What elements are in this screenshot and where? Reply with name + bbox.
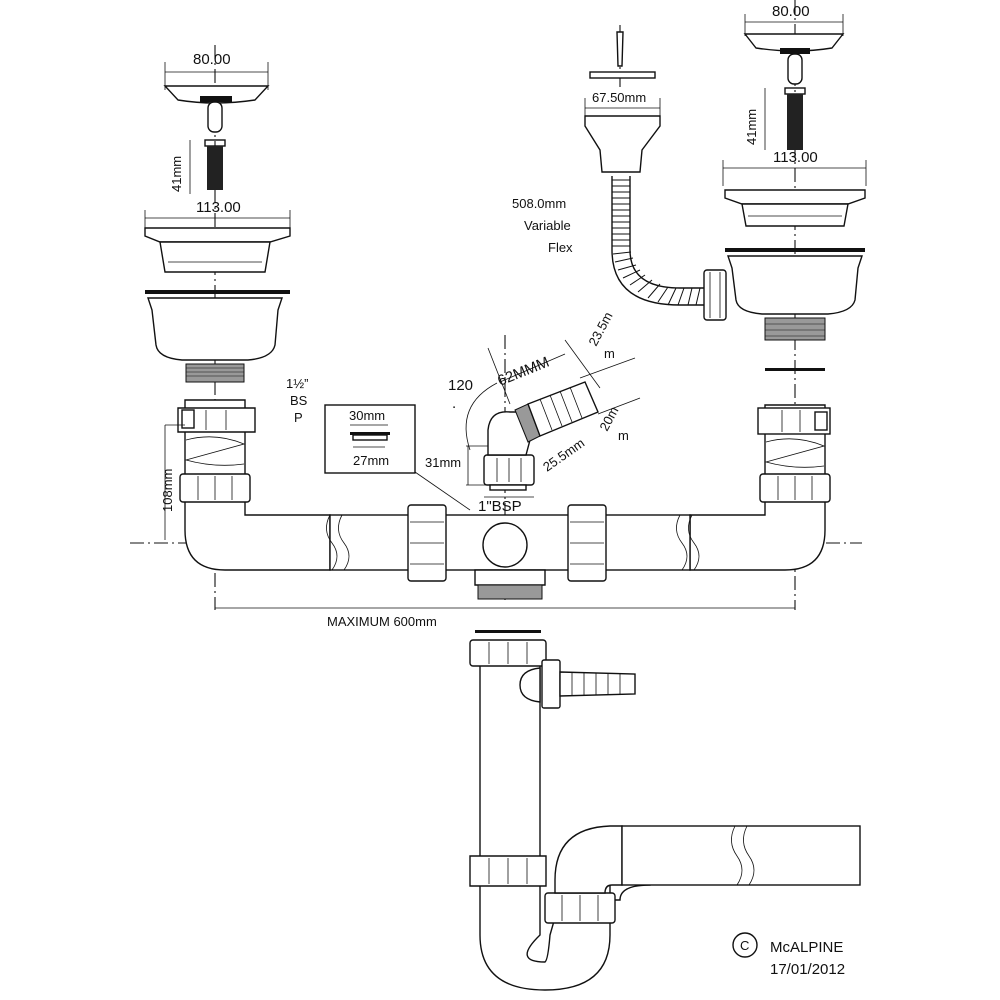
flex-length: 508.0mm [512,196,566,211]
bottle-trap-assembly [469,630,861,991]
brand-name: McALPINE [770,939,843,956]
right-bolt-length: 41mm [744,109,759,145]
spigot-height: 31mm [425,455,461,470]
right-waste-pipe [689,404,831,571]
washing-machine-spigot: 62MMM 120 . 23.5m m 20m m 25.5mm 31mm 1"… [425,309,641,515]
left-strainer: 80.00 41mm 113.00 [144,51,291,383]
spigot-angle: 120 [448,377,473,394]
overflow-flex: 67.50mm 508.0mm Variable Flex [512,31,727,321]
spigot-angle-dot: . [452,395,456,412]
drawing-date: 17/01/2012 [770,961,845,978]
copyright-symbol: C [740,938,749,953]
spigot-thread: 1"BSP [478,498,522,515]
spigot-inner-dia-unit: m [618,428,629,443]
height-dimension: 108mm [160,469,175,512]
thread-label-1: 1½” [286,376,308,391]
thread-label-3: P [294,410,303,425]
flex-label-variable: Variable [524,218,571,233]
left-waste-pipe: 108mm [160,399,331,571]
copyright-block: C McALPINE 17/01/2012 [732,932,845,978]
spigot-outer-dia: 23.5m [585,309,615,348]
washer-detail-box: 30mm 27mm [324,404,471,511]
max-width-label: MAXIMUM 600mm [327,614,437,629]
horizontal-waste-pipe [326,504,700,600]
right-flange-width: 113.00 [773,149,818,166]
left-basket-width: 80.00 [193,51,231,68]
flex-label-flex: Flex [548,240,573,255]
left-flange-width: 113.00 [196,199,241,216]
right-basket-width: 80.00 [772,3,810,20]
washer-outer: 30mm [349,408,385,423]
thread-label-2: BS [290,393,308,408]
spigot-outer-dia-unit: m [604,346,615,361]
spigot-length: 62MMM [495,354,552,390]
spigot-base-dia: 25.5mm [540,435,587,474]
washer-inner: 27mm [353,453,389,468]
left-bolt-length: 41mm [169,156,184,192]
overflow-plate-width: 67.50mm [592,90,646,105]
right-strainer: 80.00 41mm 113.00 [722,3,867,371]
